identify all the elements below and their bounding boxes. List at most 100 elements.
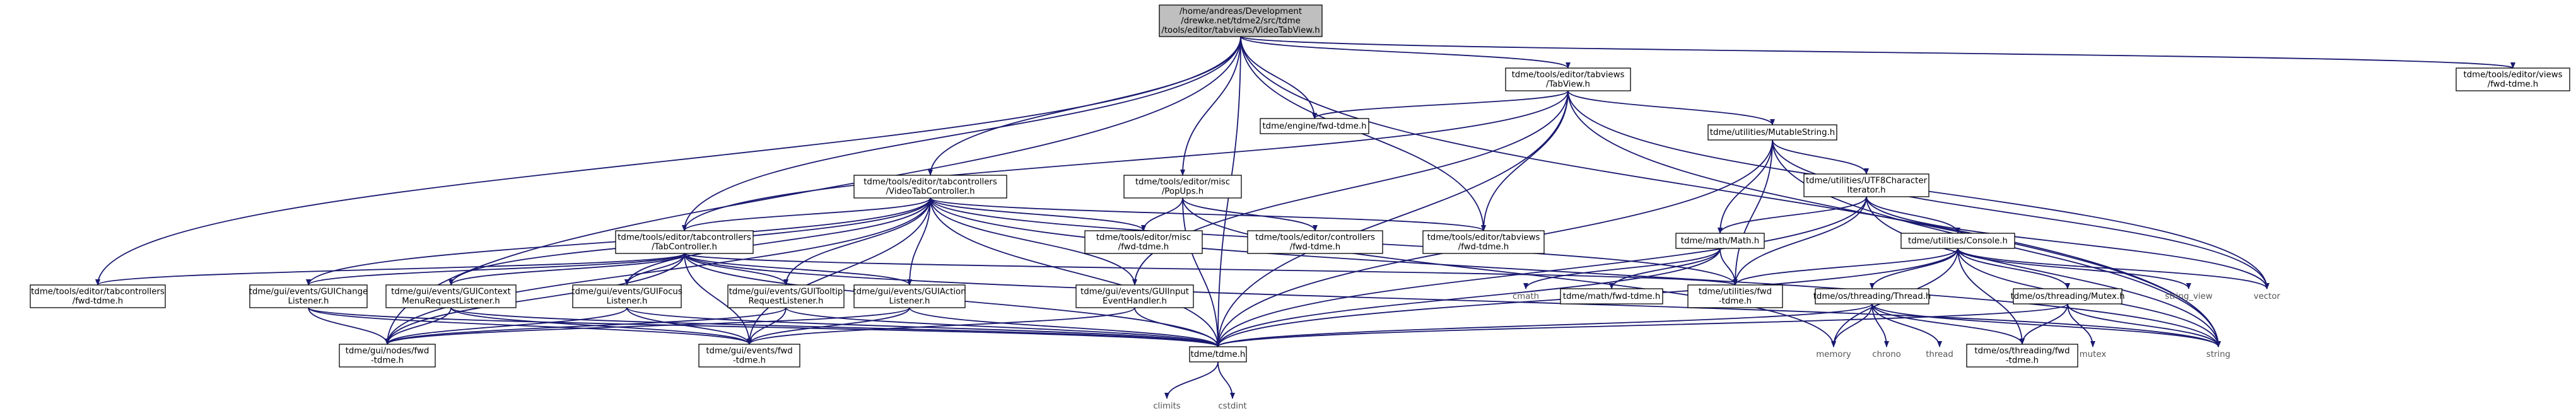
node-label-mutex-0: tdme/os/threading/Mutex.h xyxy=(2010,292,2124,301)
edge-tabcontroller-to-guicontext xyxy=(448,253,685,286)
node-label-thread-0: tdme/os/threading/Thread.h xyxy=(1813,292,1931,301)
node-box-tdme xyxy=(1189,346,1247,363)
edge-utf8iterator-to-vector xyxy=(1866,196,2269,289)
node-box-videotabcontroller xyxy=(853,175,1007,199)
node-box-root xyxy=(1159,4,1323,37)
edge-guiaction-to-nodes_fwd xyxy=(385,307,910,345)
node-tabcontrollers_fwd[interactable]: tdme/tools/editor/tabcontrollers/fwd-tdm… xyxy=(30,284,166,308)
node-label-engine_fwd-0: tdme/engine/fwd-tdme.h xyxy=(1262,122,1366,131)
node-label-tdme-0: tdme/tdme.h xyxy=(1191,350,1246,359)
edge-videotabcontroller-to-string xyxy=(930,197,2221,347)
node-tabcontroller[interactable]: tdme/tools/editor/tabcontrollers/TabCont… xyxy=(615,230,754,254)
dependency-edges xyxy=(95,36,2515,399)
node-climits: climits xyxy=(1153,402,1181,411)
edge-videotabcontroller-to-guitooltip xyxy=(783,197,931,286)
edge-mutex-to-tdme xyxy=(1215,303,2068,347)
node-label-guitooltip-0: tdme/gui/events/GUITooltip xyxy=(729,287,843,297)
edge-videotabcontroller-to-misc_fwd xyxy=(930,197,1146,231)
node-tabviews_fwd[interactable]: tdme/tools/editor/tabviews/fwd-tdme.h xyxy=(1422,230,1545,254)
node-views_fwd[interactable]: tdme/tools/editor/views/fwd-tdme.h xyxy=(2456,67,2570,91)
node-root[interactable]: /home/andreas/Development/drewke.net/tdm… xyxy=(1159,4,1323,37)
edge-math-to-cmath xyxy=(1523,248,1721,289)
edge-mutablestring-to-utilities_fwd xyxy=(1733,139,1773,286)
edge-tabview-to-tabcontroller xyxy=(682,90,1569,231)
node-mutablestring[interactable]: tdme/utilities/MutableString.h xyxy=(1707,124,1837,141)
node-mutex[interactable]: tdme/os/threading/Mutex.h xyxy=(2010,288,2125,305)
node-tdme[interactable]: tdme/tdme.h xyxy=(1189,346,1247,363)
edge-thread-to-memory xyxy=(1831,303,1873,347)
node-engine_fwd[interactable]: tdme/engine/fwd-tdme.h xyxy=(1260,118,1369,134)
node-nodes_fwd[interactable]: tdme/gui/nodes/fwd-tdme.h xyxy=(339,344,436,368)
node-label-console-0: tdme/utilities/Console.h xyxy=(1908,236,2008,246)
node-thread[interactable]: tdme/os/threading/Thread.h xyxy=(1813,288,1931,305)
node-videotabcontroller[interactable]: tdme/tools/editor/tabcontrollers/VideoTa… xyxy=(853,175,1007,199)
edge-popups-to-memory xyxy=(1182,197,1836,347)
edge-tdme-to-cstdint xyxy=(1217,361,1235,399)
node-label-threading_fwd-0: tdme/os/threading/fwd xyxy=(1974,347,2070,356)
edge-tabcontroller-to-guitooltip xyxy=(684,253,788,286)
node-threading_fwd[interactable]: tdme/os/threading/fwd-tdme.h xyxy=(1966,344,2078,368)
edge-root-to-tabcontroller xyxy=(682,36,1241,231)
node-box-guitooltip xyxy=(727,284,845,308)
node-label-events_fwd-1: -tdme.h xyxy=(733,356,766,366)
node-guicontext[interactable]: tdme/gui/events/GUIContextMenuRequestLis… xyxy=(385,284,517,308)
edge-popups-to-controllers_fwd xyxy=(1182,197,1318,231)
node-label-guifocus-0: tdme/gui/events/GUIFocus xyxy=(571,287,682,297)
edge-tabcontroller-to-nodes_fwd xyxy=(385,253,685,345)
node-label-views_fwd-1: /fwd-tdme.h xyxy=(2488,80,2538,90)
node-box-engine_fwd xyxy=(1260,118,1369,134)
node-math_fwd[interactable]: tdme/math/fwd-tdme.h xyxy=(1560,288,1663,305)
node-misc_fwd[interactable]: tdme/tools/editor/misc/fwd-tdme.h xyxy=(1084,230,1203,254)
node-box-guichange xyxy=(249,284,368,308)
edge-root-to-tabview xyxy=(1240,36,1571,69)
node-events_fwd[interactable]: tdme/gui/events/fwd-tdme.h xyxy=(698,344,800,368)
node-label-misc_fwd-0: tdme/tools/editor/misc xyxy=(1096,233,1191,243)
node-label-math_fwd-0: tdme/math/fwd-tdme.h xyxy=(1563,292,1661,301)
node-box-tabviews_fwd xyxy=(1422,230,1545,254)
node-label-videotabcontroller-1: /VideoTabController.h xyxy=(886,187,975,197)
node-label-mutexstd-0: mutex xyxy=(2080,350,2107,359)
node-box-popups xyxy=(1123,175,1242,199)
node-label-videotabcontroller-0: tdme/tools/editor/tabcontrollers xyxy=(864,178,997,187)
node-popups[interactable]: tdme/tools/editor/misc/PopUps.h xyxy=(1123,175,1242,199)
node-label-cstdint-0: cstdint xyxy=(1218,402,1246,411)
node-label-controllers_fwd-0: tdme/tools/editor/controllers xyxy=(1255,233,1375,243)
edge-console-to-vector xyxy=(1957,248,2269,289)
node-tabview[interactable]: tdme/tools/editor/tabviews/TabView.h xyxy=(1505,67,1631,91)
edge-videotabcontroller-to-tabcontroller xyxy=(682,197,931,231)
node-console[interactable]: tdme/utilities/Console.h xyxy=(1900,233,2015,249)
edge-tabview-to-mutablestring xyxy=(1567,90,1775,125)
node-vector: vector xyxy=(2254,292,2281,301)
node-box-views_fwd xyxy=(2456,67,2570,91)
node-controllers_fwd[interactable]: tdme/tools/editor/controllers/fwd-tdme.h xyxy=(1247,230,1383,254)
node-math[interactable]: tdme/math/Math.h xyxy=(1675,233,1765,249)
edge-math-to-math_fwd xyxy=(1609,248,1721,289)
node-guitooltip[interactable]: tdme/gui/events/GUITooltipRequestListene… xyxy=(727,284,845,308)
edge-videotabcontroller-to-tabviews_fwd xyxy=(930,197,1486,231)
edge-mutex-to-string xyxy=(2067,303,2221,347)
edge-tabcontroller-to-utilities_fwd xyxy=(684,253,1738,286)
node-box-mutex xyxy=(2013,288,2122,305)
node-label-root-1: /drewke.net/tdme2/src/tdme xyxy=(1181,16,1301,26)
node-label-views_fwd-0: tdme/tools/editor/views xyxy=(2463,71,2562,80)
node-label-popups-0: tdme/tools/editor/misc xyxy=(1135,178,1230,187)
edge-utf8iterator-to-console xyxy=(1866,196,1960,234)
node-label-cmath-0: cmath xyxy=(1513,292,1539,301)
node-label-nodes_fwd-0: tdme/gui/nodes/fwd xyxy=(346,347,430,356)
edge-root-to-videotabcontroller xyxy=(928,36,1241,176)
node-utilities_fwd[interactable]: tdme/utilities/fwd-tdme.h xyxy=(1687,284,1783,308)
node-label-tabview-1: /TabView.h xyxy=(1546,80,1590,90)
edge-console-to-string_view xyxy=(1957,248,2191,289)
node-label-guiinput-1: EventHandler.h xyxy=(1103,297,1167,306)
node-label-mutablestring-0: tdme/utilities/MutableString.h xyxy=(1710,128,1835,137)
node-label-guichange-0: tdme/gui/events/GUIChange xyxy=(249,287,368,297)
edge-mutablestring-to-math xyxy=(1718,139,1773,234)
edge-videotabcontroller-to-tdme xyxy=(930,197,1221,347)
node-box-tabcontroller xyxy=(615,230,754,254)
node-label-guicontext-0: tdme/gui/events/GUIContext xyxy=(391,287,511,297)
